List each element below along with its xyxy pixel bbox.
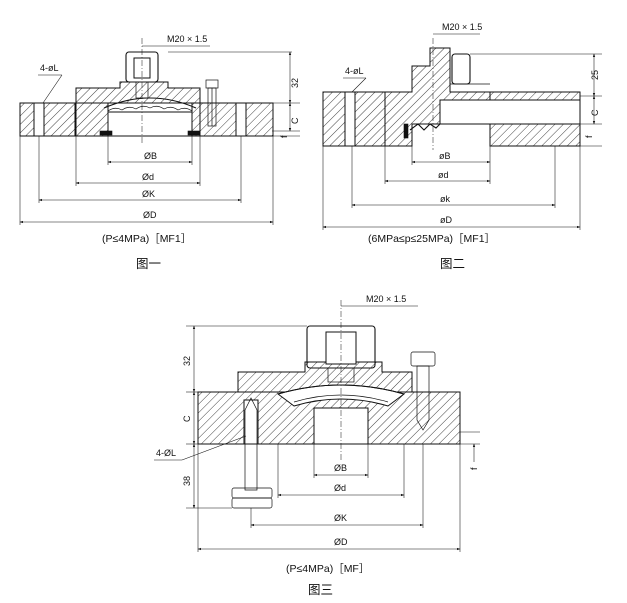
- fig3-c-label: C: [182, 415, 192, 422]
- fig3-height-label: 32: [182, 356, 192, 366]
- fig1-d-label: Ød: [142, 172, 154, 182]
- fig3-b-label: ØB: [334, 463, 347, 473]
- fig1-thread-label: M20 × 1.5: [167, 34, 207, 44]
- fig3-k-label: ØK: [334, 513, 347, 523]
- fig2-outer-label: øD: [440, 215, 452, 225]
- fig3-holes-label: 4-ØL: [156, 448, 176, 458]
- fig2-caption: 图二: [440, 256, 465, 271]
- fig3-stud-nut-1: [231, 487, 273, 499]
- fig3-d-label: Ød: [334, 483, 346, 493]
- figure-1: M20 × 1.5 4-øL 32 C f ØB Ød ØK ØD: [19, 34, 300, 271]
- fig2-nut: [451, 53, 471, 85]
- fig1-holes-leader: [42, 74, 63, 104]
- fig1-left-bolt-hole: [33, 102, 45, 137]
- fig1-bolt-body: [207, 87, 217, 127]
- fig2-c-label: C: [590, 109, 600, 116]
- fig3-left-stud: [244, 397, 258, 491]
- fig3-holes-leader: [181, 435, 247, 461]
- fig2-f-label: f: [584, 135, 594, 138]
- fig1-k-label: ØK: [142, 189, 155, 199]
- fig1-bore: [107, 111, 193, 137]
- fig1-diaphragm-corrugation: [107, 105, 193, 112]
- fig2-pressure-label: (6MPa≤p≤25MPa)［MF1］: [368, 233, 495, 245]
- fig1-holes-label: 4-øL: [40, 63, 59, 73]
- figure-2: M20 × 1.5 4-øL 25 C f øB ød øk øD (6MPa≤…: [322, 22, 602, 271]
- fig2-k-label: øk: [440, 194, 450, 204]
- fig3-right-bolt: [416, 365, 430, 431]
- fig3-stud-nut-2: [231, 497, 273, 509]
- fig2-height-label: 25: [590, 70, 600, 80]
- fig3-thread-label: M20 × 1.5: [366, 294, 406, 304]
- fig1-diaphragm: [103, 97, 197, 109]
- fig2-upper-body: [384, 47, 491, 147]
- fig3-pressure-label: (P≤4MPa)［MF］: [286, 563, 369, 575]
- fig1-bolt-head: [205, 79, 219, 89]
- fig3-outer-label: ØD: [334, 537, 348, 547]
- fig2-gasket: [403, 123, 409, 139]
- fig1-pressure-label: (P≤4MPa)［MF1］: [102, 233, 191, 245]
- fig1-caption: 图一: [136, 256, 161, 271]
- fig1-left-flange: [19, 102, 76, 137]
- fig1-c-label: C: [290, 117, 300, 124]
- fig2-d-label: ød: [438, 170, 449, 180]
- fig3-caption: 图三: [308, 582, 333, 597]
- fig2-holes-label: 4-øL: [345, 66, 364, 76]
- fig2-thread-label: M20 × 1.5: [442, 22, 482, 32]
- fig1-b-label: ØB: [144, 151, 157, 161]
- fig3-left-bolt-hole: [243, 399, 259, 445]
- figure-3: M20 × 1.5 32 C 38 4-ØL f ØB Ød ØK: [154, 294, 480, 597]
- fig3-f-label: f: [469, 467, 479, 470]
- fig3-bolt-label: 38: [182, 476, 192, 486]
- fig2-diaphragm: [409, 123, 441, 131]
- fig3-right-bolt-head: [410, 351, 436, 367]
- fig2-holes-leader: [351, 77, 367, 93]
- fig1-gasket-left: [99, 130, 113, 136]
- fig2-b-label: øB: [439, 151, 451, 161]
- fig1-upper-housing: [75, 81, 201, 104]
- fig2-bore: [439, 99, 581, 125]
- fig2-left-bolt-hole: [344, 91, 356, 147]
- fig1-f-label: f: [279, 135, 289, 138]
- fig1-gasket-right: [187, 130, 201, 136]
- fig1-right-bolt-hole: [235, 102, 247, 137]
- fig1-outer-label: ØD: [143, 210, 157, 220]
- fig3-diaphragm-inner: [293, 394, 389, 403]
- fig1-height-label: 32: [290, 78, 300, 88]
